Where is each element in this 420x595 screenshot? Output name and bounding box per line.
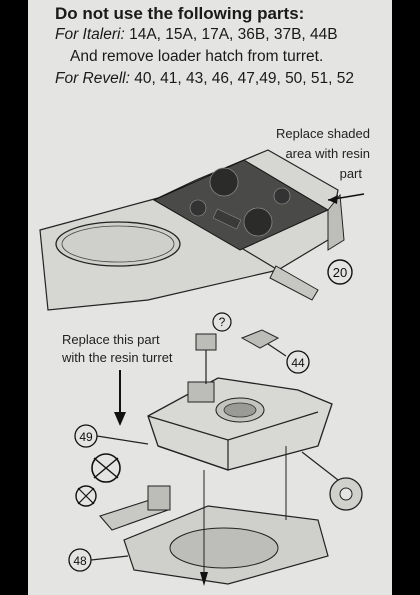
part-48-label: 48 (73, 554, 87, 568)
part-44-label: 44 (291, 356, 305, 370)
question-label: ? (219, 315, 226, 329)
step-20-badge (327, 259, 353, 285)
bottom-caption-line-1: Replace this part (62, 332, 160, 347)
revell-line: For Revell: 40, 41, 43, 46, 47,49, 50, 5… (55, 70, 354, 88)
hull-deck-diagram: 20 ? 44 49 (39, 149, 365, 586)
loader-hatch-note: And remove loader hatch from turret. (70, 48, 324, 65)
top-caption-line-3: part (339, 166, 362, 181)
bottom-caption-line-2: with the resin turret (62, 350, 173, 365)
top-caption-line-1: Replace shaded (276, 126, 370, 141)
step-20-label: 20 (333, 265, 347, 280)
top-caption-line-2: area with resin (285, 146, 370, 161)
part-44-badge (286, 350, 310, 374)
instruction-sheet: Do not use the following parts: For Ital… (28, 0, 392, 595)
italeri-line: For Italeri: 14A, 15A, 17A, 36B, 37B, 44… (55, 26, 338, 44)
question-badge (212, 312, 232, 332)
part-49-label: 49 (79, 430, 93, 444)
revell-label: For Revell: (55, 70, 130, 87)
revell-parts: 40, 41, 43, 46, 47,49, 50, 51, 52 (134, 70, 355, 87)
instruction-title: Do not use the following parts: (55, 4, 305, 23)
italeri-label: For Italeri: (55, 26, 125, 43)
italeri-parts: 14A, 15A, 17A, 36B, 37B, 44B (129, 26, 338, 43)
